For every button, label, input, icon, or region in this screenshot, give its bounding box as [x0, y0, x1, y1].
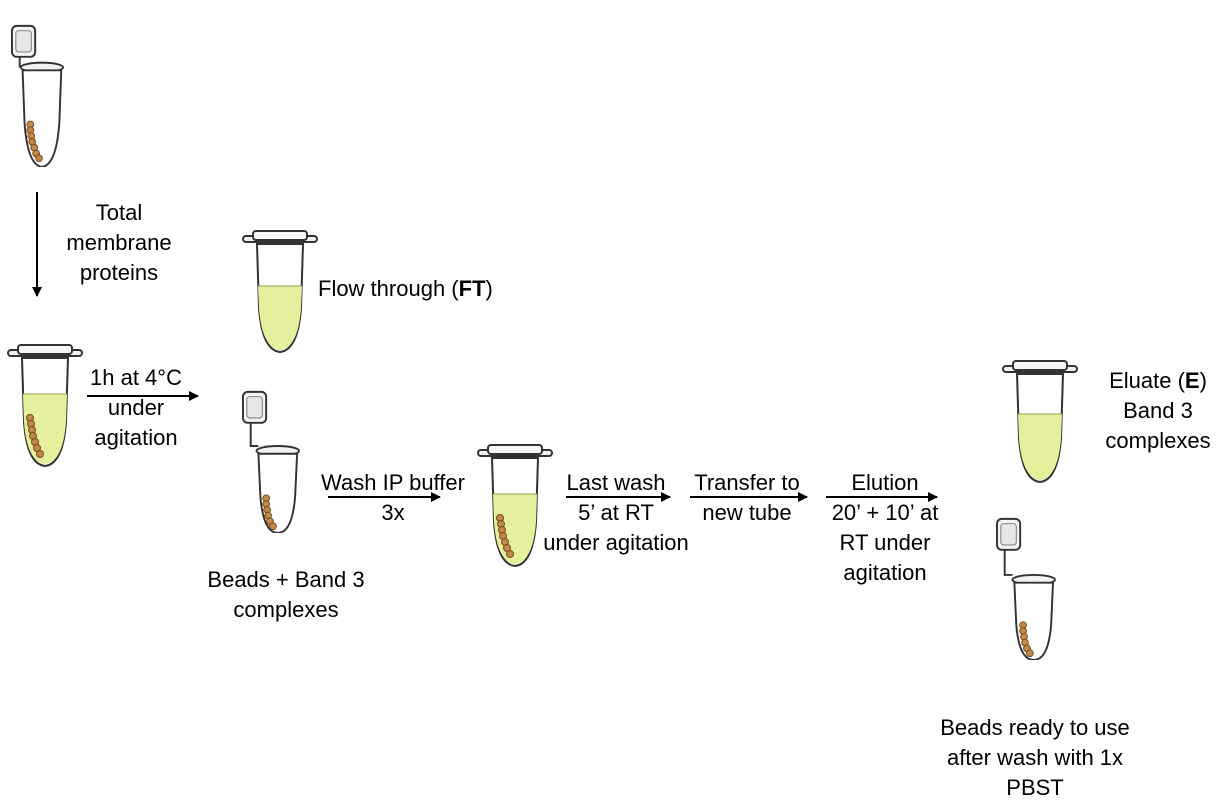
label-beads-band3: Beads + Band 3 complexes [207, 567, 365, 622]
open-lid [10, 24, 37, 68]
tube-washed [477, 444, 553, 568]
tube-incubation [7, 344, 83, 468]
tube-flow-through [242, 230, 318, 354]
bead-stack [26, 120, 43, 163]
tube-eluate [1002, 360, 1078, 484]
label-transfer: Transfer to new tube [694, 470, 800, 525]
label-wash: Wash IP buffer 3x [321, 470, 465, 525]
tube-beads-ready [995, 517, 1056, 660]
label-incubation: 1h at 4°C under agitation [90, 365, 182, 450]
tube-beads-start [10, 24, 65, 167]
label-flow-through: Flow through (FT) [318, 276, 493, 301]
label-beads-ready: Beads ready to use after wash with 1x PB… [940, 715, 1130, 800]
label-eluate: Eluate (E) Band 3 complexes [1105, 368, 1211, 453]
label-last-wash: Last wash 5’ at RT under agitation [543, 470, 689, 555]
label-total-membrane: Total membrane proteins [66, 200, 172, 285]
tube-beads-band3 [242, 390, 300, 533]
label-elution: Elution 20’ + 10’ at RT under agitation [831, 470, 939, 585]
